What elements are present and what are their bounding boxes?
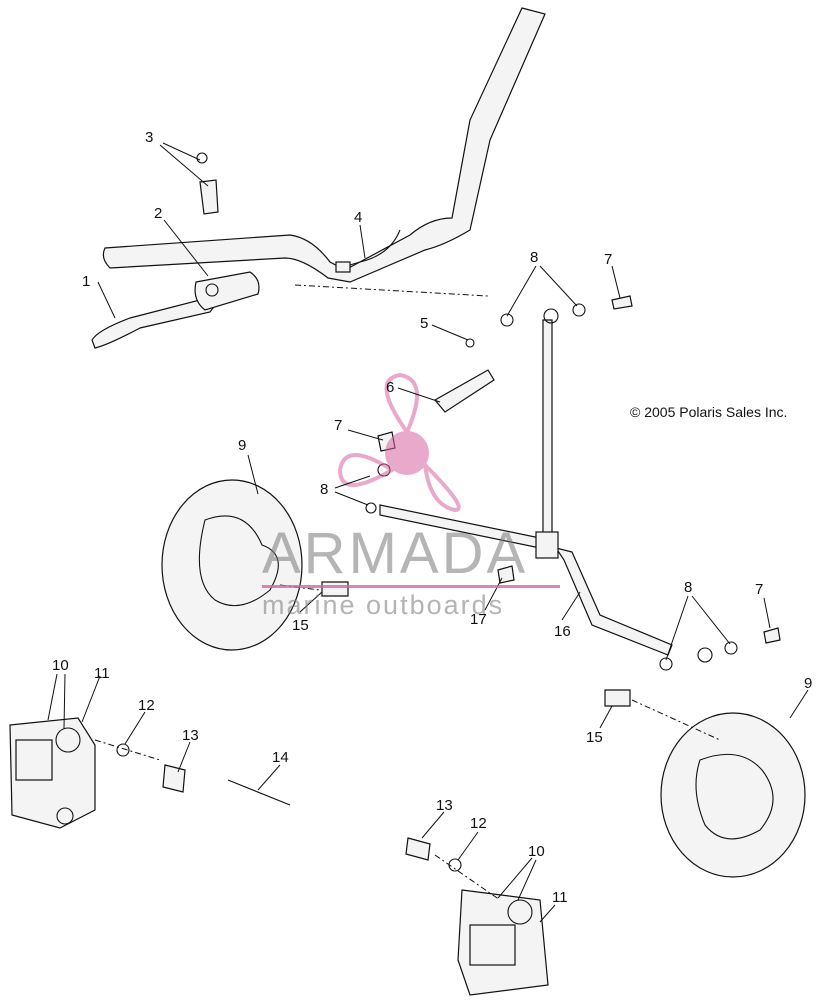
callout-15-right: 15 xyxy=(586,729,603,746)
brake-lines xyxy=(377,308,713,663)
callout-7-right: 7 xyxy=(755,581,763,598)
leader-lines xyxy=(47,142,809,923)
callout-16: 16 xyxy=(554,623,571,640)
callout-10-left: 10 xyxy=(52,657,69,674)
callout-13-left: 13 xyxy=(182,727,199,744)
callout-4: 4 xyxy=(354,209,362,226)
callout-9-left: 9 xyxy=(238,437,246,454)
callout-5: 5 xyxy=(420,315,428,332)
callout-17: 17 xyxy=(470,611,487,628)
callout-15-left: 15 xyxy=(292,617,309,634)
brake-rotor-right xyxy=(631,699,806,878)
watermark-underline xyxy=(262,585,560,588)
callout-2: 2 xyxy=(154,205,162,222)
brake-switch-cable xyxy=(339,229,401,269)
cable-tie xyxy=(227,779,291,806)
watermark-logo xyxy=(337,372,461,513)
watermark-tagline: marine outboards xyxy=(262,590,505,620)
brake-caliper-right xyxy=(434,854,549,996)
callout-8-right: 8 xyxy=(684,579,692,596)
watermark-name: ARMADA xyxy=(262,521,529,586)
handlebar xyxy=(102,7,546,297)
callout-7-top: 7 xyxy=(604,251,612,268)
callout-1: 1 xyxy=(82,273,90,290)
callout-6: 6 xyxy=(386,379,394,396)
callout-9-right: 9 xyxy=(804,675,812,692)
callout-12-right: 12 xyxy=(470,815,487,832)
callout-12-left: 12 xyxy=(138,697,155,714)
callout-7-mid: 7 xyxy=(334,417,342,434)
callout-14: 14 xyxy=(272,749,289,766)
screw-5 xyxy=(465,338,475,348)
brake-caliper-left xyxy=(9,717,161,829)
callout-8-top: 8 xyxy=(530,249,538,266)
copyright-notice: © 2005 Polaris Sales Inc. xyxy=(630,404,788,420)
callout-labels: 1 2 3 4 5 6 7 7 7 8 8 8 9 9 10 10 11 11 … xyxy=(52,129,812,906)
callout-8-mid: 8 xyxy=(320,481,328,498)
callout-10-right: 10 xyxy=(528,843,545,860)
banjo-bolts-and-washers xyxy=(365,295,781,671)
callout-11-left: 11 xyxy=(94,665,110,682)
caliper-hardware xyxy=(116,743,462,872)
callout-13-right: 13 xyxy=(436,797,453,814)
brake-rotor-left xyxy=(161,479,321,651)
bracket xyxy=(434,369,495,413)
callout-3: 3 xyxy=(145,129,153,146)
callout-11-right: 11 xyxy=(552,889,568,906)
brake-lever xyxy=(91,271,260,349)
clamp xyxy=(196,152,219,215)
